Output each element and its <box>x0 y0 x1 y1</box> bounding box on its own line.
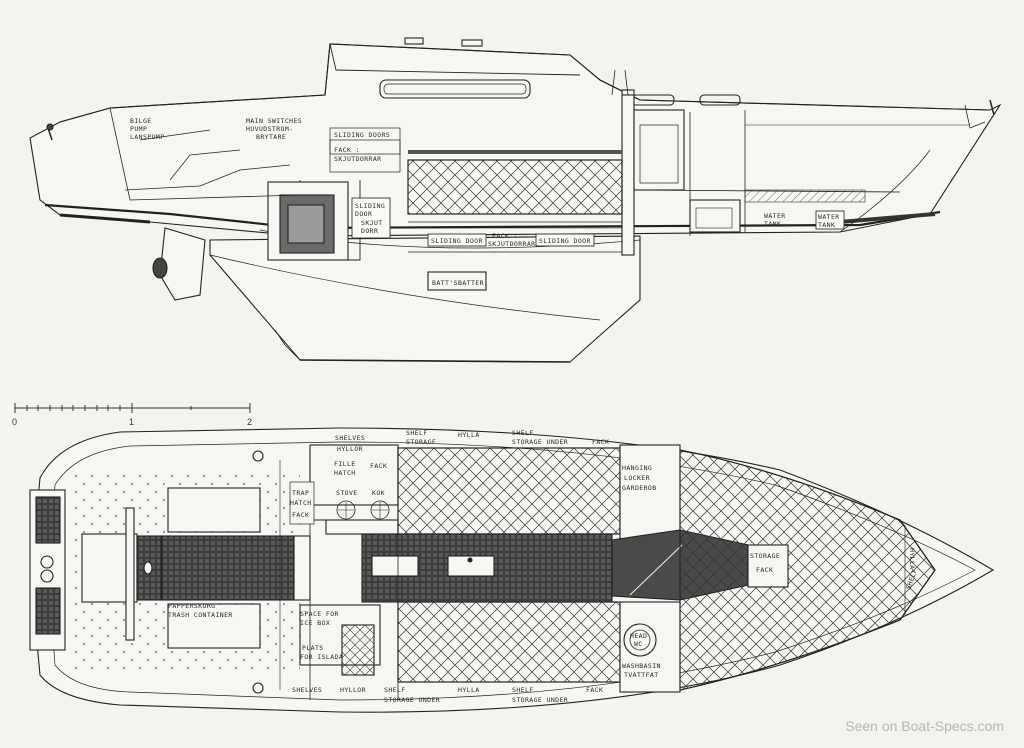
label-kok: KOK <box>372 489 385 497</box>
label-fack-left: FACK <box>292 511 309 519</box>
label-trap-hatch: HATCH <box>290 499 312 507</box>
sliding-door-box <box>351 197 391 239</box>
label-fack-top: FACK <box>592 438 609 446</box>
label-hylla-top: HYLLA <box>458 431 480 439</box>
label-shelf-top: SHELF <box>406 429 428 437</box>
label-filler: FILLE <box>334 460 356 468</box>
scale-tick-1: 1 <box>129 417 134 427</box>
label-storage-under-bottom: STORAGE UNDER <box>384 696 440 704</box>
label-trash-container: TRASH CONTAINER <box>168 611 233 619</box>
side-profile-drawing <box>29 37 1002 363</box>
label-shelf-2-top: SHELF <box>512 429 534 437</box>
label-storage-fwd: STORAGE <box>750 552 780 560</box>
scale-tick-0: 0 <box>12 417 17 427</box>
label-head: HEAD <box>630 632 647 640</box>
label-lanspump: LANSPUMP <box>130 133 165 141</box>
label-sliding-doors: SLIDING DOORS <box>334 131 390 139</box>
label-huvudstrom: HUVUDSTROM- <box>246 125 293 133</box>
label-sliding-door-a: SLIDING DOOR <box>431 237 483 245</box>
label-fack-center: FACK : <box>492 232 518 240</box>
label-pump: PUMP <box>130 125 147 133</box>
label-fack-bottom: FACK <box>586 686 603 694</box>
watermark: Seen on Boat-Specs.com <box>845 718 1004 734</box>
label-dorr: DORR <box>361 227 378 235</box>
label-ice-box: ICE BOX <box>300 619 330 627</box>
label-door: DOOR <box>355 210 372 218</box>
label-trap: TRAP <box>292 489 309 497</box>
scale-bar <box>14 403 251 413</box>
label-water-1: WATER <box>764 212 786 220</box>
label-sliding: SLIDING <box>355 202 385 210</box>
label-main-switches: MAIN SWITCHES <box>246 117 302 125</box>
label-skjutdorrar-center: SKJUTDORRAR <box>488 240 535 248</box>
label-space-for: SPACE FOR <box>300 610 339 618</box>
label-tank-2: TANK <box>818 221 835 229</box>
label-storage-top: STORAGE <box>406 438 436 446</box>
label-water-2: WATER <box>818 213 840 221</box>
label-tank-1: TANK <box>764 220 781 228</box>
plan-labels: SHELVES HYLLOR SHELF STORAGE HYLLA SHELF… <box>168 429 919 704</box>
label-hylla-bottom: HYLLA <box>458 686 480 694</box>
label-papperskorg: PAPPERSKORG <box>168 602 215 610</box>
label-skjutdorrar: SKJUTDORRAR <box>334 155 381 163</box>
label-plats: PLATS <box>302 644 324 652</box>
water-tank-box <box>815 210 845 230</box>
label-hatch-filler: HATCH <box>334 469 356 477</box>
scale-tick-2: 2 <box>247 417 252 427</box>
label-sliding-door-b: SLIDING DOOR <box>539 237 591 245</box>
label-fack: FACK : <box>334 146 360 154</box>
label-batts: BATT'S <box>432 279 458 287</box>
label-stove: STOVE <box>336 489 358 497</box>
label-batter: BATTER <box>458 279 484 287</box>
label-shelves-top: SHELVES <box>335 434 365 442</box>
label-shelf-2-bottom: SHELF <box>512 686 534 694</box>
label-storage-under-bottom-2: STORAGE UNDER <box>512 696 568 704</box>
label-hyllor-top: HYLLOR <box>337 445 363 453</box>
label-fack-fwd: FACK <box>756 566 773 574</box>
deck-plan-drawing <box>29 427 995 713</box>
profile-labels: BILGE PUMP LANSPUMP MAIN SWITCHES HUVUDS… <box>130 117 845 287</box>
sliding-door-a-box <box>427 233 487 247</box>
label-garderob: GARDEROB <box>622 484 657 492</box>
label-for-islada: FOR ISLADA <box>300 653 343 661</box>
label-locker: LOCKER <box>624 474 650 482</box>
label-skjut: SKJUT <box>361 219 383 227</box>
label-bilge: BILGE <box>130 117 152 125</box>
label-hanging: HANGING <box>622 464 652 472</box>
label-storage-under-top: STORAGE UNDER <box>512 438 568 446</box>
sliding-door-b-box <box>535 233 595 247</box>
label-hylla-fwd: HYLLA <box>908 548 916 570</box>
label-shelf-bottom: SHELF <box>384 686 406 694</box>
label-washbasin: WASHBASIN <box>622 662 661 670</box>
label-brytare: BRYTARE <box>256 133 286 141</box>
label-wc: WC <box>634 640 643 648</box>
label-fack-small: FACK <box>370 462 387 470</box>
label-shelves-bottom: SHELVES <box>292 686 322 694</box>
label-hyllor-bottom: HYLLOR <box>340 686 366 694</box>
label-tvattfat: TVATTFAT <box>624 671 659 679</box>
